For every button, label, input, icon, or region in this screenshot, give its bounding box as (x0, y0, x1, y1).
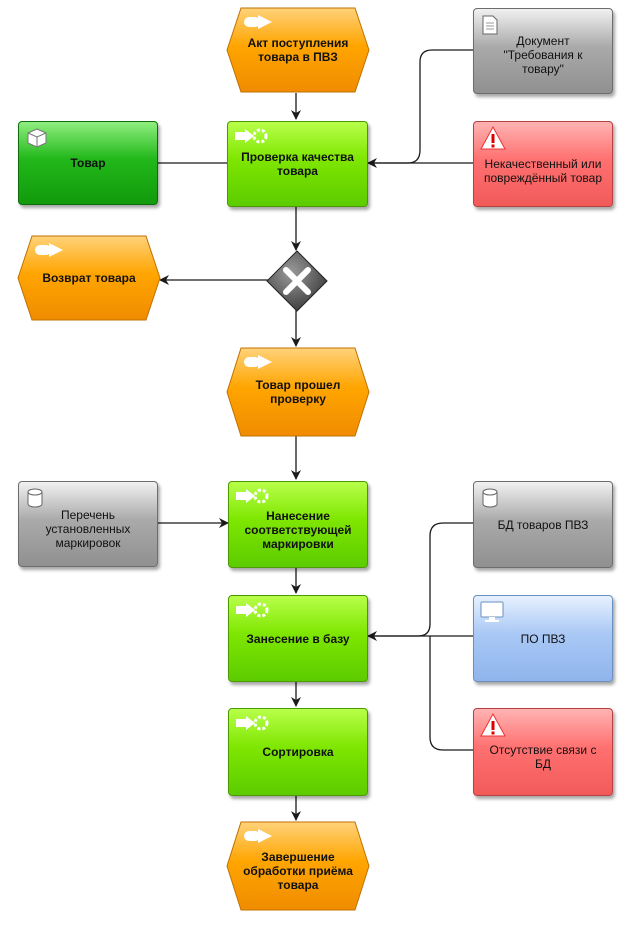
database-pvz-goods[interactable]: БД товаров ПВЗ (473, 481, 613, 568)
warning-icon (480, 713, 506, 737)
node-label: Нанесение соответствующей маркировки (244, 508, 352, 551)
node-label: Сортировка (262, 745, 334, 759)
event-finish[interactable]: Завершение обработки приёма товара (226, 821, 370, 911)
event-shape (226, 7, 370, 93)
edge-doc-check (367, 49, 473, 168)
node-label: Некачественный или повреждённый товар (483, 157, 602, 185)
event-act-receipt[interactable]: Акт поступления товара в ПВЗ (226, 7, 370, 93)
xor-x-icon (283, 267, 311, 295)
event-arrow-icon (244, 829, 272, 843)
function-enter-database[interactable]: Занесение в базу (228, 595, 368, 682)
node-label: Проверка качества товара (241, 150, 354, 178)
event-arrow-icon (35, 243, 63, 257)
risk-no-db-connection[interactable]: Отсутствие связи с БД (473, 708, 613, 796)
xor-gateway[interactable] (266, 250, 328, 312)
node-label: Документ "Требования к товару" (503, 34, 583, 76)
function-gear-icon (236, 715, 269, 731)
function-apply-marking[interactable]: Нанесение соответствующей маркировки (228, 481, 368, 568)
node-label: Акт поступления товара в ПВЗ (247, 36, 349, 64)
event-shape (226, 347, 370, 437)
database-icon (482, 488, 498, 508)
document-requirements[interactable]: Документ "Требования к товару" (473, 8, 613, 94)
node-label: Отсутствие связи с БД (489, 743, 597, 771)
edge-dbpvz-database (367, 522, 473, 641)
event-shape (17, 235, 161, 321)
function-gear-icon (236, 602, 269, 618)
node-label: Завершение обработки приёма товара (243, 850, 353, 892)
function-sorting[interactable]: Сортировка (228, 708, 368, 796)
node-label: Перечень установленных маркировок (45, 508, 131, 550)
function-gear-icon (235, 128, 268, 144)
event-return[interactable]: Возврат товара (17, 235, 161, 321)
node-label: Товар прошел проверку (255, 378, 341, 406)
event-passed-check[interactable]: Товар прошел проверку (226, 347, 370, 437)
event-arrow-icon (244, 15, 272, 29)
cube-icon (27, 128, 47, 148)
node-label: Возврат товара (42, 271, 136, 285)
function-quality-check[interactable]: Проверка качества товара (227, 121, 368, 207)
node-label: БД товаров ПВЗ (497, 517, 589, 532)
edge-noconn-database (429, 636, 473, 751)
function-gear-icon (236, 488, 269, 504)
database-icon (27, 488, 43, 508)
software-pvz[interactable]: ПО ПВЗ (473, 595, 613, 682)
warning-icon (480, 126, 506, 150)
event-shape (226, 821, 370, 911)
node-label: ПО ПВЗ (520, 631, 566, 646)
monitor-icon (480, 601, 504, 622)
document-icon (482, 15, 498, 35)
node-label: Занесение в базу (246, 631, 350, 646)
database-markings-list[interactable]: Перечень установленных маркировок (18, 481, 158, 567)
object-tovar[interactable]: Товар (18, 121, 158, 205)
event-arrow-icon (244, 355, 272, 369)
node-label: Товар (70, 156, 106, 170)
risk-defective[interactable]: Некачественный или повреждённый товар (473, 121, 613, 207)
